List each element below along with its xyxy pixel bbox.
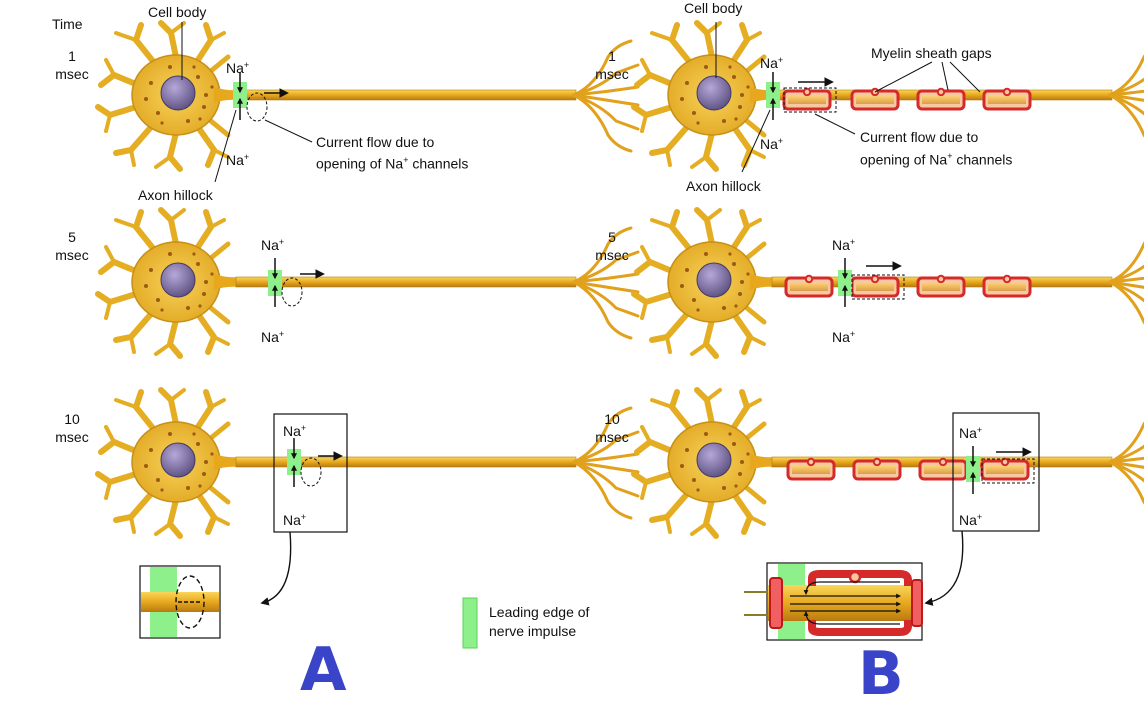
current-flow-label-b-line1: Current flow due to bbox=[860, 129, 979, 145]
time-row-2-unit: msec bbox=[55, 247, 89, 263]
current-loop-a-3 bbox=[300, 457, 322, 487]
na-label-a1-bottom: Na+ bbox=[226, 152, 250, 168]
time-row-3-unit: msec bbox=[55, 429, 89, 445]
time-row-2-value: 5 bbox=[68, 229, 76, 245]
current-loop-b-1 bbox=[783, 87, 837, 113]
time-b-row-3-unit: msec bbox=[595, 429, 629, 445]
leader-current-flow-a bbox=[264, 119, 313, 143]
myelin-b-2-3 bbox=[916, 274, 966, 298]
leading-edge-a-3 bbox=[287, 449, 301, 475]
leader-current-flow-b bbox=[814, 113, 856, 135]
na-label-b3-bottom: Na+ bbox=[959, 512, 983, 528]
panel-label-b: B bbox=[858, 639, 904, 709]
cell-body-label-a: Cell body bbox=[148, 4, 207, 20]
myelin-b-2-1 bbox=[784, 274, 834, 298]
time-b-row-3-value: 10 bbox=[604, 411, 620, 427]
na-label-b2-bottom: Na+ bbox=[832, 329, 856, 345]
inset-a bbox=[139, 565, 221, 639]
na-label-a3-top: Na+ bbox=[283, 423, 307, 439]
time-row-3-value: 10 bbox=[64, 411, 80, 427]
current-flow-label-a-line1: Current flow due to bbox=[316, 134, 435, 150]
cell-body-label-b: Cell body bbox=[684, 0, 743, 16]
myelin-b-3-4 bbox=[980, 457, 1030, 481]
leader-myelin-gap-3 bbox=[949, 61, 981, 93]
leading-edge-b-3 bbox=[966, 456, 980, 482]
axon-hillock-label-a: Axon hillock bbox=[138, 187, 213, 203]
leader-myelin-gap-1 bbox=[874, 61, 933, 93]
time-row-1-value: 1 bbox=[68, 48, 76, 64]
neuron-a-3 bbox=[98, 390, 638, 536]
na-label-a3-bottom: Na+ bbox=[283, 512, 307, 528]
leader-axon-hillock-b bbox=[741, 109, 771, 173]
axon-hillock-label-b: Axon hillock bbox=[686, 178, 761, 194]
zoom-connector-b bbox=[924, 530, 964, 606]
current-loop-b-2 bbox=[851, 274, 905, 300]
myelin-gaps-label: Myelin sheath gaps bbox=[871, 45, 992, 61]
na-label-b1-top: Na+ bbox=[760, 55, 784, 71]
legend-text-line1: Leading edge of bbox=[489, 604, 590, 620]
myelin-b-2-2 bbox=[850, 274, 900, 298]
na-label-b3-top: Na+ bbox=[959, 425, 983, 441]
current-loop-a-1 bbox=[246, 92, 268, 122]
leader-myelin-gap-2 bbox=[941, 61, 949, 91]
panel-label-a: A bbox=[300, 635, 347, 705]
current-loop-a-2 bbox=[281, 277, 303, 307]
current-loop-b-3 bbox=[981, 458, 1035, 484]
time-b-row-1-value: 1 bbox=[608, 48, 616, 64]
time-header: Time bbox=[52, 16, 83, 32]
current-flow-label-a-line2: opening of Na+ channels bbox=[316, 155, 469, 172]
legend-swatch bbox=[462, 597, 478, 649]
time-row-1-unit: msec bbox=[55, 66, 89, 82]
na-label-b2-top: Na+ bbox=[832, 237, 856, 253]
myelin-b-1-3 bbox=[916, 87, 966, 111]
current-flow-label-b-line2: opening of Na+ channels bbox=[860, 151, 1013, 168]
leading-edge-b-1 bbox=[766, 82, 780, 108]
myelin-b-2-4 bbox=[982, 274, 1032, 298]
zoom-connector-a bbox=[260, 531, 292, 606]
na-label-b1-bottom: Na+ bbox=[760, 136, 784, 152]
legend-text-line2: nerve impulse bbox=[489, 623, 577, 639]
inset-b bbox=[744, 562, 923, 641]
na-label-a2-top: Na+ bbox=[261, 237, 285, 253]
myelin-b-3-2 bbox=[852, 457, 902, 481]
myelin-b-3-1 bbox=[786, 457, 836, 481]
neuron-a-2 bbox=[98, 210, 638, 356]
na-label-a1-top: Na+ bbox=[226, 60, 250, 76]
time-b-row-2-value: 5 bbox=[608, 229, 616, 245]
na-label-a2-bottom: Na+ bbox=[261, 329, 285, 345]
time-b-row-2-unit: msec bbox=[595, 247, 629, 263]
leading-edge-a-2 bbox=[268, 270, 282, 296]
myelin-b-1-4 bbox=[982, 87, 1032, 111]
myelin-b-1-1 bbox=[782, 87, 832, 111]
zoom-box-b bbox=[952, 412, 1040, 532]
zoom-box-a bbox=[273, 413, 348, 533]
time-b-row-1-unit: msec bbox=[595, 66, 629, 82]
leader-axon-hillock-a bbox=[214, 109, 237, 183]
leading-edge-a-1 bbox=[233, 82, 247, 108]
leading-edge-b-2 bbox=[838, 270, 852, 296]
myelin-b-3-3 bbox=[918, 457, 968, 481]
